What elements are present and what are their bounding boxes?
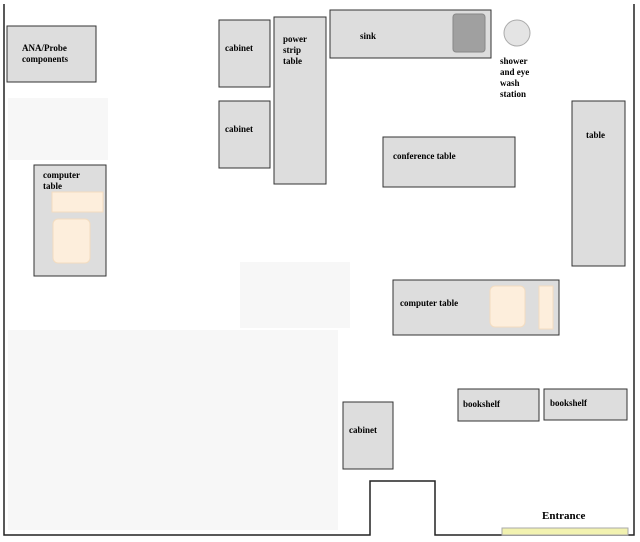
ana-probe-label: ANA/Probe components — [22, 43, 69, 64]
conference-table-label: conference table — [393, 151, 456, 161]
cabinet-mid — [218, 100, 271, 169]
monitor-left-keyboard — [51, 191, 104, 213]
entrance-strip — [501, 527, 629, 536]
computer-table-right-label: computer table — [400, 298, 459, 308]
table-right — [571, 100, 626, 267]
bookshelf-1 — [457, 388, 540, 422]
table-right-label: table — [586, 130, 605, 140]
shower-label: shower and eye wash station — [500, 56, 530, 99]
conference-table — [382, 136, 516, 188]
sink-basin — [452, 13, 486, 53]
cabinet-mid-label: cabinet — [225, 124, 253, 134]
sink-label: sink — [360, 31, 377, 41]
ana-probe-components — [6, 25, 97, 83]
power-strip-table — [273, 16, 327, 185]
monitor-right-screen — [489, 285, 526, 328]
monitor-right-keyboard — [538, 285, 554, 330]
bookshelf-1-label: bookshelf — [463, 399, 501, 409]
background-patches — [8, 98, 350, 530]
cabinet-bottom-label: cabinet — [349, 425, 377, 435]
computer-table-right — [392, 279, 560, 336]
entrance-label: Entrance — [542, 510, 586, 522]
cabinet-top — [218, 19, 271, 88]
bookshelf-2 — [543, 388, 628, 421]
computer-table-left-label: computer table — [43, 170, 80, 191]
shower-circle — [503, 19, 531, 47]
power-strip-table-label: power strip table — [283, 34, 307, 66]
cabinet-top-label: cabinet — [225, 43, 253, 53]
cabinet-bottom — [342, 401, 394, 470]
monitor-left-screen — [52, 218, 91, 264]
bookshelf-2-label: bookshelf — [550, 398, 588, 408]
